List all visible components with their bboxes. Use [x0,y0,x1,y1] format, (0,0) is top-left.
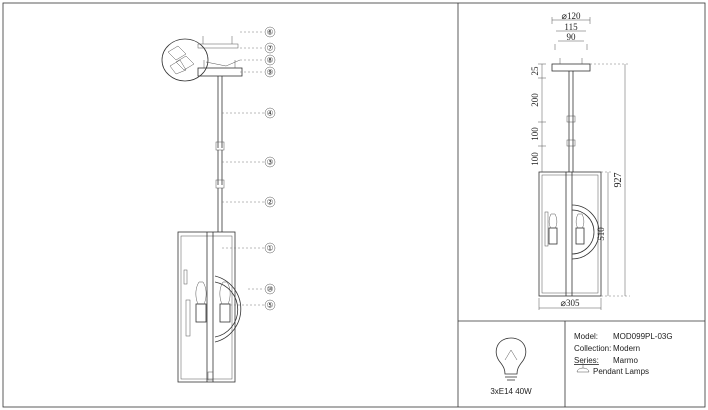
callout-9: ⑨ [264,66,276,78]
type-value: Pendant Lamps [593,367,649,376]
dim-927: 927 [613,173,624,188]
collection-label: Collection: [574,344,611,353]
dim-25: 25 [530,66,540,76]
collection-value: Modern [613,344,640,353]
svg-text:⑧: ⑧ [267,56,274,65]
dim-100b: 100 [530,152,540,166]
svg-text:⑩: ⑩ [267,285,274,294]
svg-text:⑦: ⑦ [267,44,274,53]
callout-5: ⑤ [264,299,276,311]
svg-text:⑥: ⑥ [267,28,274,37]
bulb-right [219,281,231,305]
svg-text:⑨: ⑨ [267,68,274,77]
svg-text:④: ④ [267,109,274,118]
bulb-spec: 3xE14 40W [490,387,532,396]
elev-frame [538,171,602,297]
elevation-view: ⌀120 115 90 25 200 [530,11,630,310]
dim-100a: 100 [530,127,540,141]
bulb-left [195,281,207,305]
svg-text:①: ① [267,244,274,253]
dim-top-diameter: ⌀120 [562,11,581,21]
detail-bubble [161,38,209,82]
bulb-symbol [495,337,527,381]
callout-1: ① [264,242,276,254]
model-value: MOD099PL-03G [613,332,673,341]
elev-canopy [551,63,591,72]
dim-510: 510 [596,227,606,241]
callout-8: ⑧ [264,54,276,66]
pendant-icon [576,363,590,373]
callout-6: ⑥ [264,26,276,38]
canopy [197,67,243,77]
svg-text:③: ③ [267,158,274,167]
callout-4: ④ [264,107,276,119]
series-label: Series: [574,356,599,365]
dim-200: 200 [530,93,540,107]
callout-7: ⑦ [264,42,276,54]
lamp-frame [177,231,236,383]
svg-text:⑤: ⑤ [267,301,274,310]
series-value: Marmo [613,356,638,365]
dim-115: 115 [564,22,578,32]
model-label: Model: [574,332,598,341]
callout-2: ② [264,196,276,208]
callout-10: ⑩ [264,283,276,295]
dim-bottom-diameter: ⌀305 [561,298,580,308]
marble-disc [214,281,239,338]
dim-90: 90 [567,32,577,42]
svg-text:②: ② [267,198,274,207]
callout-3: ③ [264,156,276,168]
exploded-view: ① ② ③ ④ ⑤ ⑥ ⑦ ⑧ ⑨ ⑩ [161,26,276,383]
